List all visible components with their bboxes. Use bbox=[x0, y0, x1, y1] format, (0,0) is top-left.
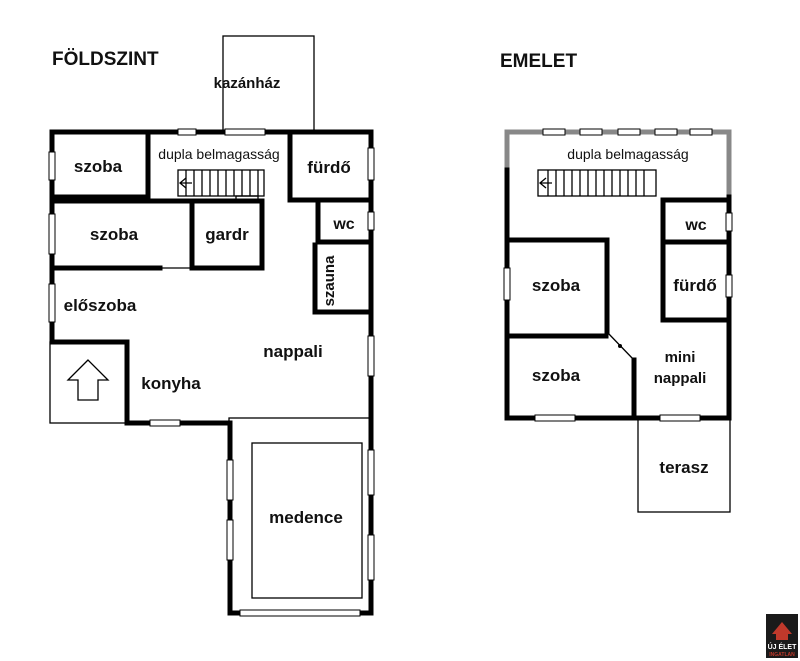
upper-label-szoba-2: szoba bbox=[532, 366, 581, 385]
door-hinge bbox=[618, 344, 622, 348]
room-label-szauna: szauna bbox=[321, 255, 338, 307]
room-label-medence: medence bbox=[269, 508, 343, 527]
double-height-outline bbox=[504, 129, 732, 197]
upper-label-furdo: fürdő bbox=[673, 276, 716, 295]
room-label-kazanhaz: kazánház bbox=[214, 75, 281, 92]
room-label-furdo: fürdő bbox=[307, 158, 350, 177]
pool-basin bbox=[251, 442, 363, 599]
entrance-arrow-icon bbox=[66, 359, 110, 401]
entrance-outline bbox=[49, 341, 128, 424]
room-label-gardr: gardr bbox=[205, 225, 249, 244]
room-label-konyha: konyha bbox=[141, 374, 201, 393]
logo-line-2: INGATLAN bbox=[769, 652, 795, 658]
house-icon bbox=[772, 622, 792, 634]
room-label-eloszoba: előszoba bbox=[64, 296, 137, 315]
room-label-szoba-1: szoba bbox=[74, 157, 123, 176]
room-label-nappali: nappali bbox=[263, 342, 323, 361]
brand-logo: ÚJ ÉLET INGATLAN bbox=[766, 614, 798, 658]
ground-stairs bbox=[177, 169, 265, 201]
upper-label-nappali: nappali bbox=[654, 370, 707, 387]
upper-windows bbox=[503, 128, 733, 422]
ground-windows bbox=[48, 128, 375, 617]
ground-floor-plan: FÖLDSZINT bbox=[48, 35, 375, 617]
upper-inner-walls bbox=[504, 197, 732, 421]
upper-floor-plan: EMELET dupla bbox=[500, 51, 733, 513]
upper-label-dupla-belmagassag: dupla belmagasság bbox=[567, 146, 688, 162]
room-label-wc: wc bbox=[332, 216, 354, 233]
upper-label-wc: wc bbox=[684, 217, 706, 234]
upper-label-mini: mini bbox=[665, 349, 696, 366]
room-label-szoba-2: szoba bbox=[90, 225, 139, 244]
upper-stairs bbox=[537, 169, 657, 197]
upper-floor-title: EMELET bbox=[500, 51, 577, 72]
ground-floor-title: FÖLDSZINT bbox=[52, 49, 159, 70]
room-label-dupla-belmagassag: dupla belmagasság bbox=[158, 146, 279, 162]
logo-line-1: ÚJ ÉLET bbox=[768, 642, 798, 651]
upper-label-szoba-1: szoba bbox=[532, 276, 581, 295]
upper-label-terasz: terasz bbox=[659, 458, 708, 477]
ground-inner-walls bbox=[49, 129, 374, 345]
